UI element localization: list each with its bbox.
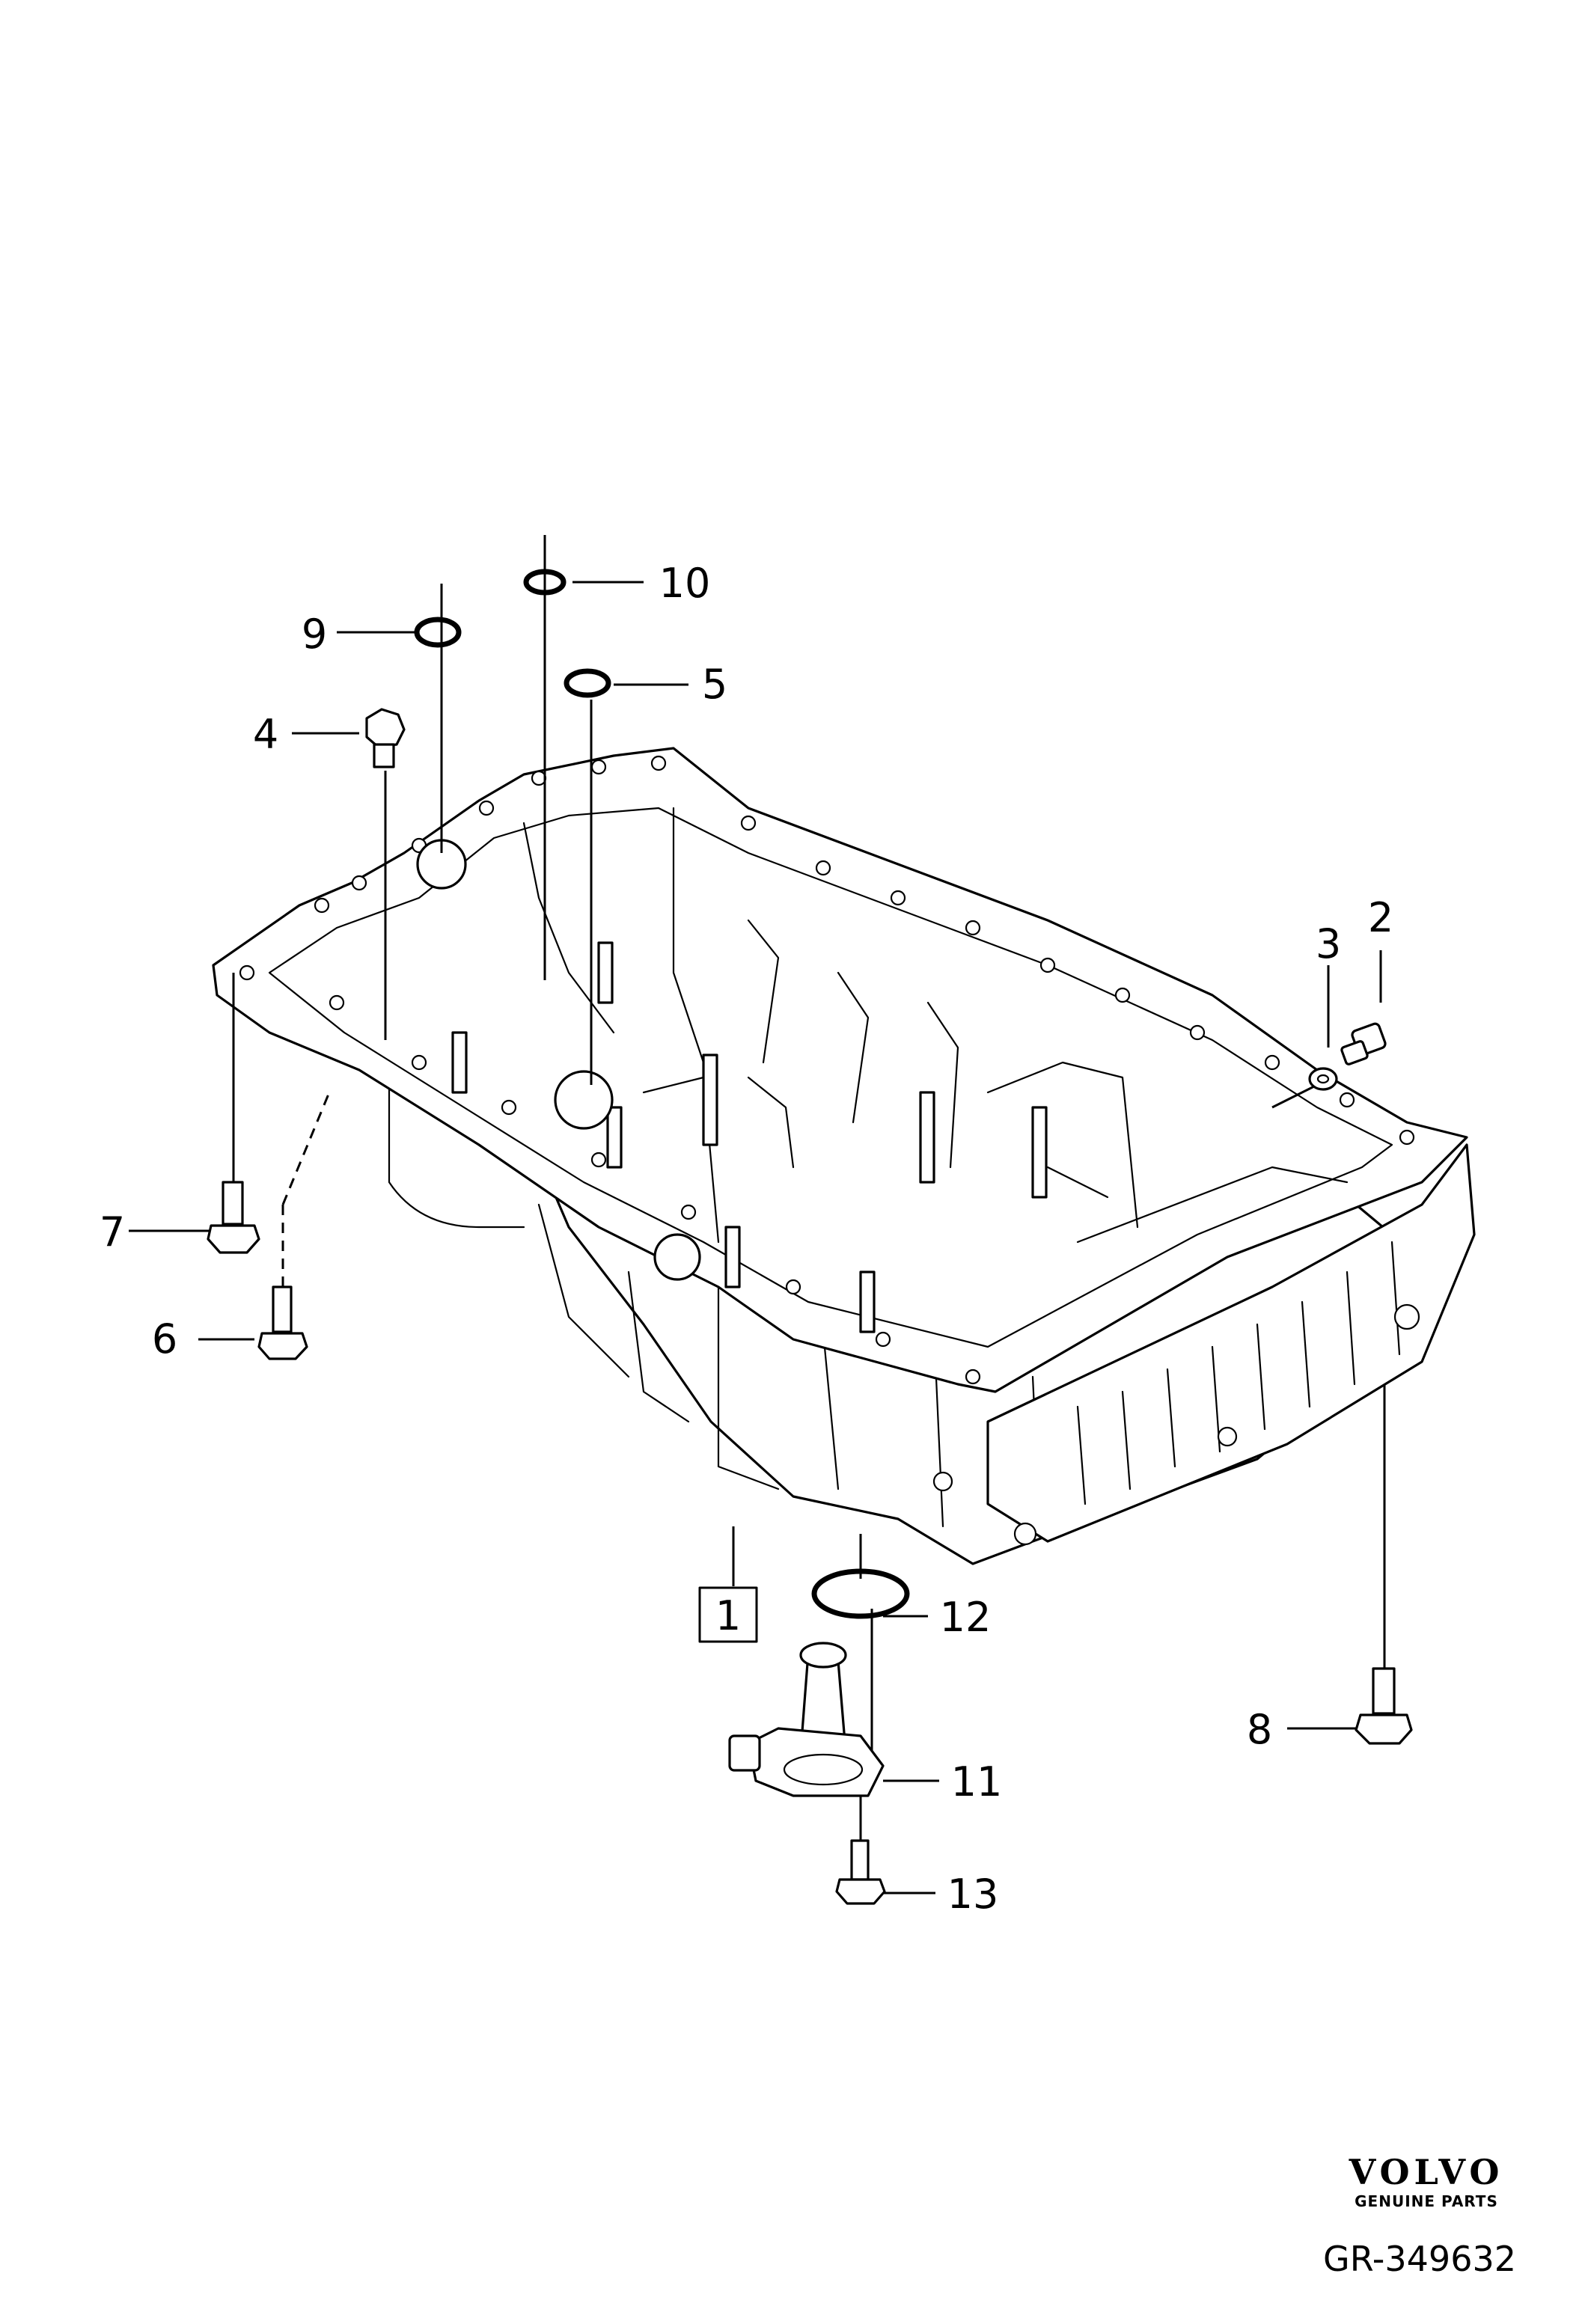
flange-bolt-8 (1355, 1667, 1413, 1745)
figure-id: GR-349632 (1323, 2239, 1516, 2279)
o-ring-5 (564, 668, 611, 698)
oil-level-sensor-seal (811, 1568, 910, 1619)
leader-lines (129, 535, 1386, 1895)
sensor-screw (835, 1839, 886, 1905)
o-ring-9 (414, 617, 462, 648)
oil-pan (212, 747, 1476, 1565)
volvo-genuine-parts-logo: VOLVO GENUINE PARTS (1329, 2155, 1524, 2210)
flange-bolt-6 (257, 1285, 308, 1360)
side-boss (653, 1233, 701, 1281)
callout-8: 8 (1247, 1706, 1272, 1753)
callout-13: 13 (947, 1871, 999, 1918)
callout-3: 3 (1316, 920, 1341, 967)
drain-plug-washer (1308, 1067, 1338, 1091)
plug (365, 708, 406, 768)
drain-plug (1340, 1022, 1387, 1065)
callout-6: 6 (152, 1315, 177, 1363)
callout-12: 12 (940, 1594, 992, 1641)
callout-11: 11 (951, 1758, 1003, 1805)
callout-7: 7 (100, 1208, 125, 1256)
flange-bolt-7 (207, 1181, 260, 1254)
callout-10: 10 (659, 560, 711, 607)
brand-tagline: GENUINE PARTS (1355, 2192, 1498, 2210)
callout-5: 5 (702, 661, 727, 708)
callout-labels: 1 2 3 4 5 6 7 8 9 10 11 12 13 (100, 560, 1393, 1918)
callout-1-box (698, 1586, 758, 1643)
callout-9: 9 (302, 611, 327, 658)
o-ring-10 (523, 569, 567, 596)
callout-2: 2 (1368, 894, 1393, 941)
brand-logo: VOLVO (1349, 2152, 1504, 2192)
internal-studs (451, 941, 1048, 1333)
dipstick-boss (554, 1070, 614, 1130)
callout-1: 1 (715, 1592, 741, 1639)
callout-4: 4 (253, 711, 278, 758)
oil-level-sensor (728, 1642, 885, 1797)
